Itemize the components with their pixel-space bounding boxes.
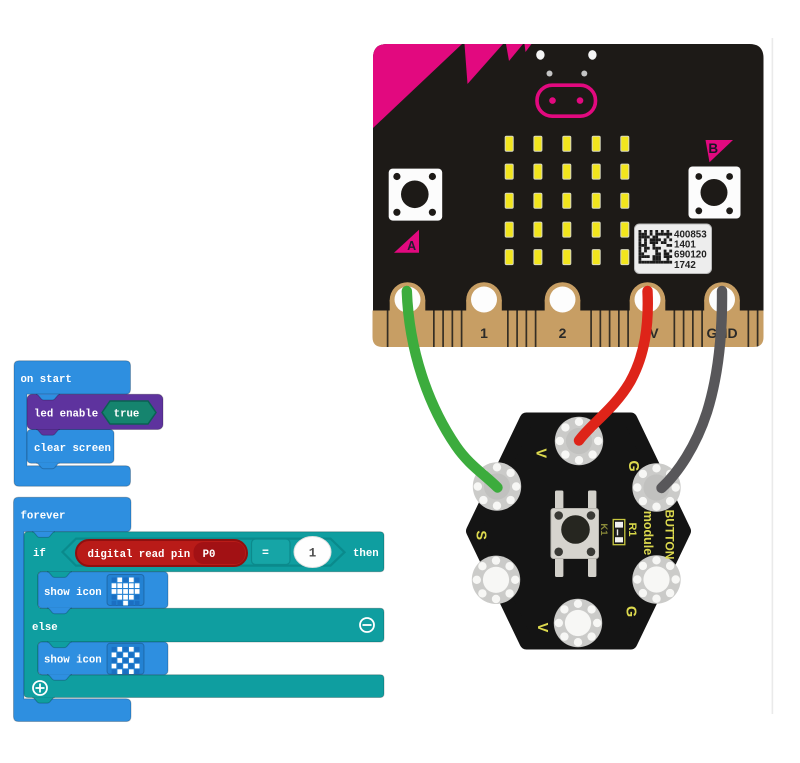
svg-text:1742: 1742 — [674, 260, 696, 271]
svg-text:2: 2 — [559, 325, 567, 341]
svg-text:S: S — [473, 530, 489, 540]
svg-text:if: if — [33, 548, 46, 560]
svg-text:true: true — [114, 409, 140, 421]
svg-text:V: V — [532, 448, 548, 458]
svg-text:G: G — [623, 606, 639, 617]
svg-text:K1: K1 — [598, 523, 609, 536]
svg-text:1: 1 — [309, 547, 317, 561]
svg-text:R1: R1 — [626, 522, 638, 536]
svg-text:BUTTON: BUTTON — [663, 510, 677, 560]
svg-text:digital read pin: digital read pin — [88, 549, 191, 561]
svg-text:690120: 690120 — [674, 250, 707, 261]
svg-text:G: G — [625, 460, 641, 471]
svg-text:led enable: led enable — [34, 409, 98, 421]
svg-text:A: A — [407, 239, 416, 253]
svg-text:V: V — [534, 623, 550, 633]
svg-text:forever: forever — [21, 511, 66, 523]
svg-text:=: = — [262, 547, 269, 560]
svg-text:else: else — [32, 622, 58, 634]
svg-text:show icon: show icon — [44, 587, 102, 599]
svg-text:show icon: show icon — [44, 655, 102, 667]
svg-text:P0: P0 — [203, 549, 216, 561]
svg-text:then: then — [353, 548, 379, 560]
svg-text:on start: on start — [21, 374, 72, 386]
svg-text:clear screen: clear screen — [34, 443, 111, 455]
svg-text:1401: 1401 — [674, 240, 696, 251]
svg-text:module: module — [641, 511, 655, 555]
svg-text:B: B — [708, 141, 718, 156]
svg-text:400853: 400853 — [674, 229, 707, 240]
svg-text:1: 1 — [480, 325, 488, 341]
